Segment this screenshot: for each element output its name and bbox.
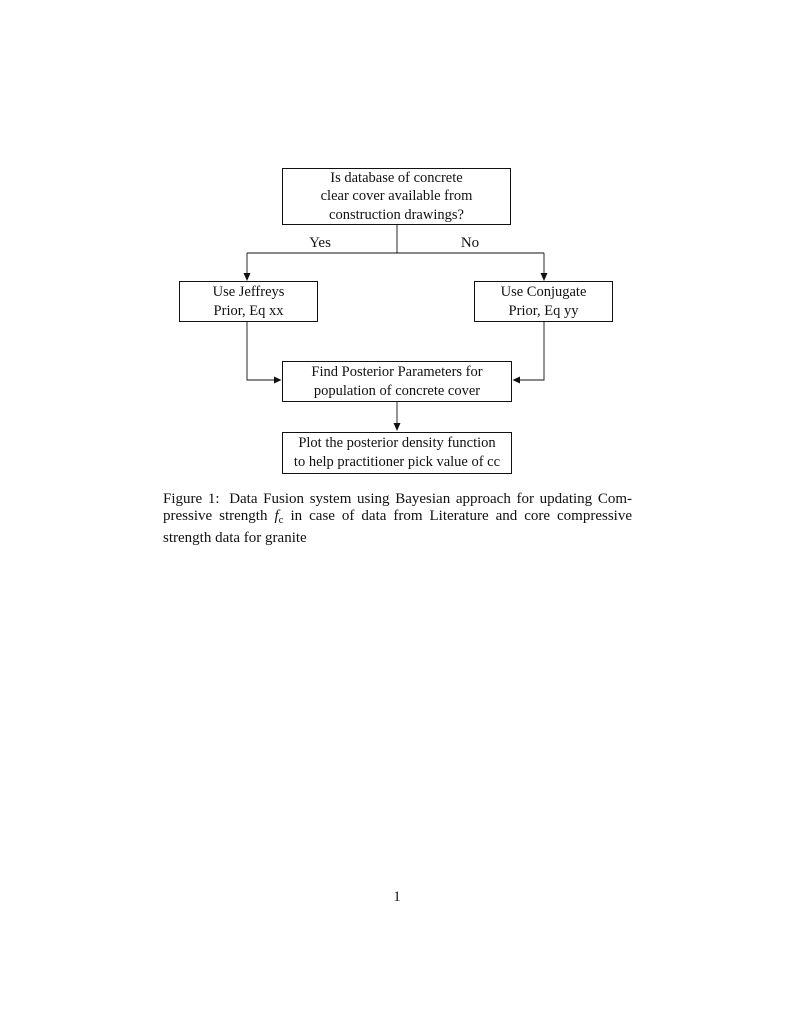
- flowchart-node-conjugate-prior: Use Conjugate Prior, Eq yy: [474, 281, 613, 322]
- node-text-line: clear cover available from: [320, 188, 473, 205]
- flowchart-node-find-posterior: Find Posterior Parameters for population…: [282, 361, 512, 402]
- caption-figure-label: Figure 1:: [163, 491, 220, 507]
- caption-text: pressive strength: [163, 508, 268, 525]
- node-text-line: population of concrete cover: [313, 382, 481, 399]
- caption-text: Data Fusion system using Bayesian approa…: [229, 491, 632, 507]
- arrowhead-yes: [243, 273, 251, 281]
- node-text-line: to help practitioner pick value of cc: [293, 454, 501, 470]
- edge-jeffreys-to-posterior: [246, 322, 274, 381]
- flowchart-node-plot-density: Plot the posterior density function to h…: [282, 432, 512, 474]
- node-text-line: Find Posterior Parameters for: [311, 363, 483, 380]
- node-text-line: Prior, Eq xx: [213, 302, 284, 319]
- math-subscript: c: [278, 514, 284, 527]
- node-text-line: Is database of concrete: [330, 169, 463, 186]
- node-text-line: Plot the posterior density function: [298, 435, 496, 452]
- arrowhead-no: [540, 273, 548, 281]
- caption-line-1: Figure 1: Data Fusion system using Bayes…: [163, 491, 632, 508]
- node-text-line: Use Conjugate: [500, 283, 587, 300]
- arrowhead-into-posterior-right: [512, 376, 520, 384]
- edge-label-no: No: [460, 235, 480, 251]
- edge-label-yes: Yes: [309, 235, 331, 251]
- caption-line-2: pressive strength fc in case of data fro…: [163, 508, 632, 529]
- edge-start-branch: [247, 225, 544, 254]
- node-text-line: construction drawings?: [329, 206, 464, 223]
- flowchart-node-start: Is database of concrete clear cover avai…: [282, 168, 511, 225]
- edge-conjugate-to-posterior: [520, 322, 545, 381]
- math-symbol-fc: fc: [274, 508, 284, 527]
- caption-line-3: strength data for granite: [163, 529, 307, 546]
- arrowhead-into-posterior-left: [274, 376, 282, 384]
- node-text-line: Prior, Eq yy: [508, 302, 579, 319]
- node-text-line: Use Jeffreys: [212, 283, 285, 300]
- flowchart-node-jeffreys-prior: Use Jeffreys Prior, Eq xx: [179, 281, 318, 322]
- arrowhead-into-plot: [393, 423, 401, 431]
- page-number: 1: [393, 889, 401, 905]
- figure-caption: Figure 1: Data Fusion system using Bayes…: [163, 491, 632, 547]
- math-variable: f: [274, 508, 279, 525]
- caption-text: in case of data from Literature and core…: [290, 508, 633, 525]
